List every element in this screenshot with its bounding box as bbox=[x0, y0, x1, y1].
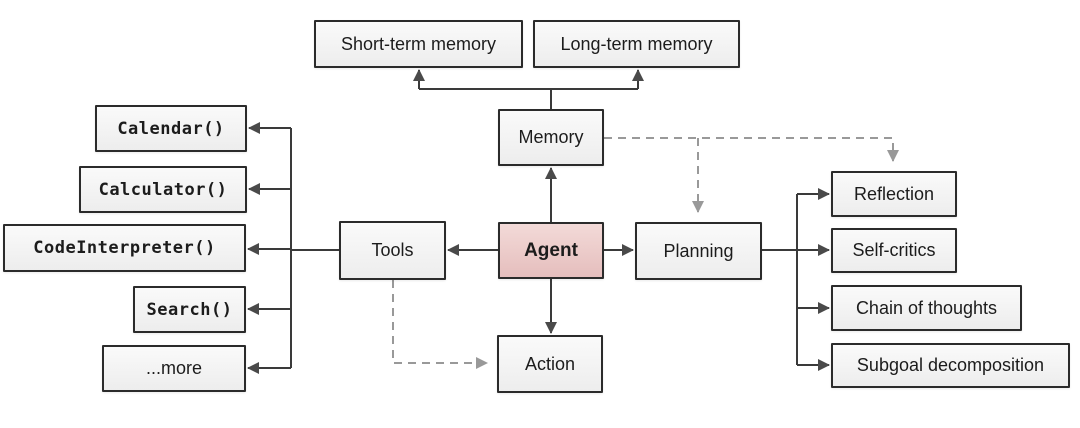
node-label: Long-term memory bbox=[560, 33, 713, 54]
solid-connectors bbox=[247, 69, 830, 374]
node-short-term-memory: Short-term memory bbox=[314, 20, 523, 68]
node-agent: Agent bbox=[498, 222, 604, 279]
node-label: Agent bbox=[524, 239, 578, 261]
node-calculator: Calculator() bbox=[79, 166, 247, 213]
node-more: ...more bbox=[102, 345, 246, 392]
node-long-term-memory: Long-term memory bbox=[533, 20, 740, 68]
node-label: Planning bbox=[663, 240, 734, 261]
node-search: Search() bbox=[133, 286, 246, 333]
node-label: CodeInterpreter() bbox=[33, 238, 216, 258]
node-label: Subgoal decomposition bbox=[856, 355, 1045, 375]
node-tools: Tools bbox=[339, 221, 446, 280]
node-label: Calendar() bbox=[117, 118, 225, 139]
node-label: Reflection bbox=[853, 183, 935, 204]
edge-tools-trunk bbox=[290, 128, 339, 368]
node-memory: Memory bbox=[498, 109, 604, 166]
edge-memory-to-reflection-dashed bbox=[604, 137, 899, 162]
node-chain-of-thoughts: Chain of thoughts bbox=[831, 285, 1022, 331]
dashed-connectors bbox=[392, 137, 899, 369]
node-label: Memory bbox=[518, 127, 584, 147]
node-code-interpreter: CodeInterpreter() bbox=[3, 224, 246, 272]
node-label: Calculator() bbox=[98, 179, 228, 200]
node-reflection: Reflection bbox=[831, 171, 957, 217]
node-label: Action bbox=[524, 353, 576, 374]
node-label: ...more bbox=[145, 358, 202, 378]
node-label: Chain of thoughts bbox=[855, 297, 998, 318]
node-label: Self-critics bbox=[852, 240, 936, 260]
edge-memory-stem bbox=[419, 88, 638, 109]
edge-tools-to-action-dashed bbox=[392, 280, 488, 369]
edge-planning-trunk bbox=[762, 194, 798, 365]
node-label: Search() bbox=[146, 299, 233, 320]
node-self-critics: Self-critics bbox=[831, 228, 957, 273]
node-calendar: Calendar() bbox=[95, 105, 247, 152]
node-action: Action bbox=[497, 335, 603, 393]
node-planning: Planning bbox=[635, 222, 762, 280]
node-label: Tools bbox=[371, 240, 414, 260]
node-subgoal-decomposition: Subgoal decomposition bbox=[831, 343, 1070, 388]
node-label: Short-term memory bbox=[340, 33, 497, 54]
